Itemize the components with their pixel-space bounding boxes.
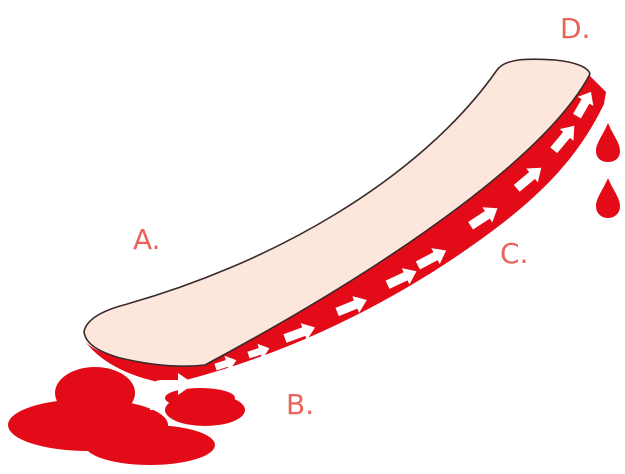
label-d: D.	[560, 15, 590, 43]
liquid-pool	[8, 367, 245, 465]
label-a: A.	[133, 226, 161, 254]
label-b: B.	[286, 391, 314, 419]
blood-drop-icon	[596, 123, 620, 162]
label-c: C.	[500, 240, 528, 268]
blood-drop-icon	[596, 178, 620, 218]
